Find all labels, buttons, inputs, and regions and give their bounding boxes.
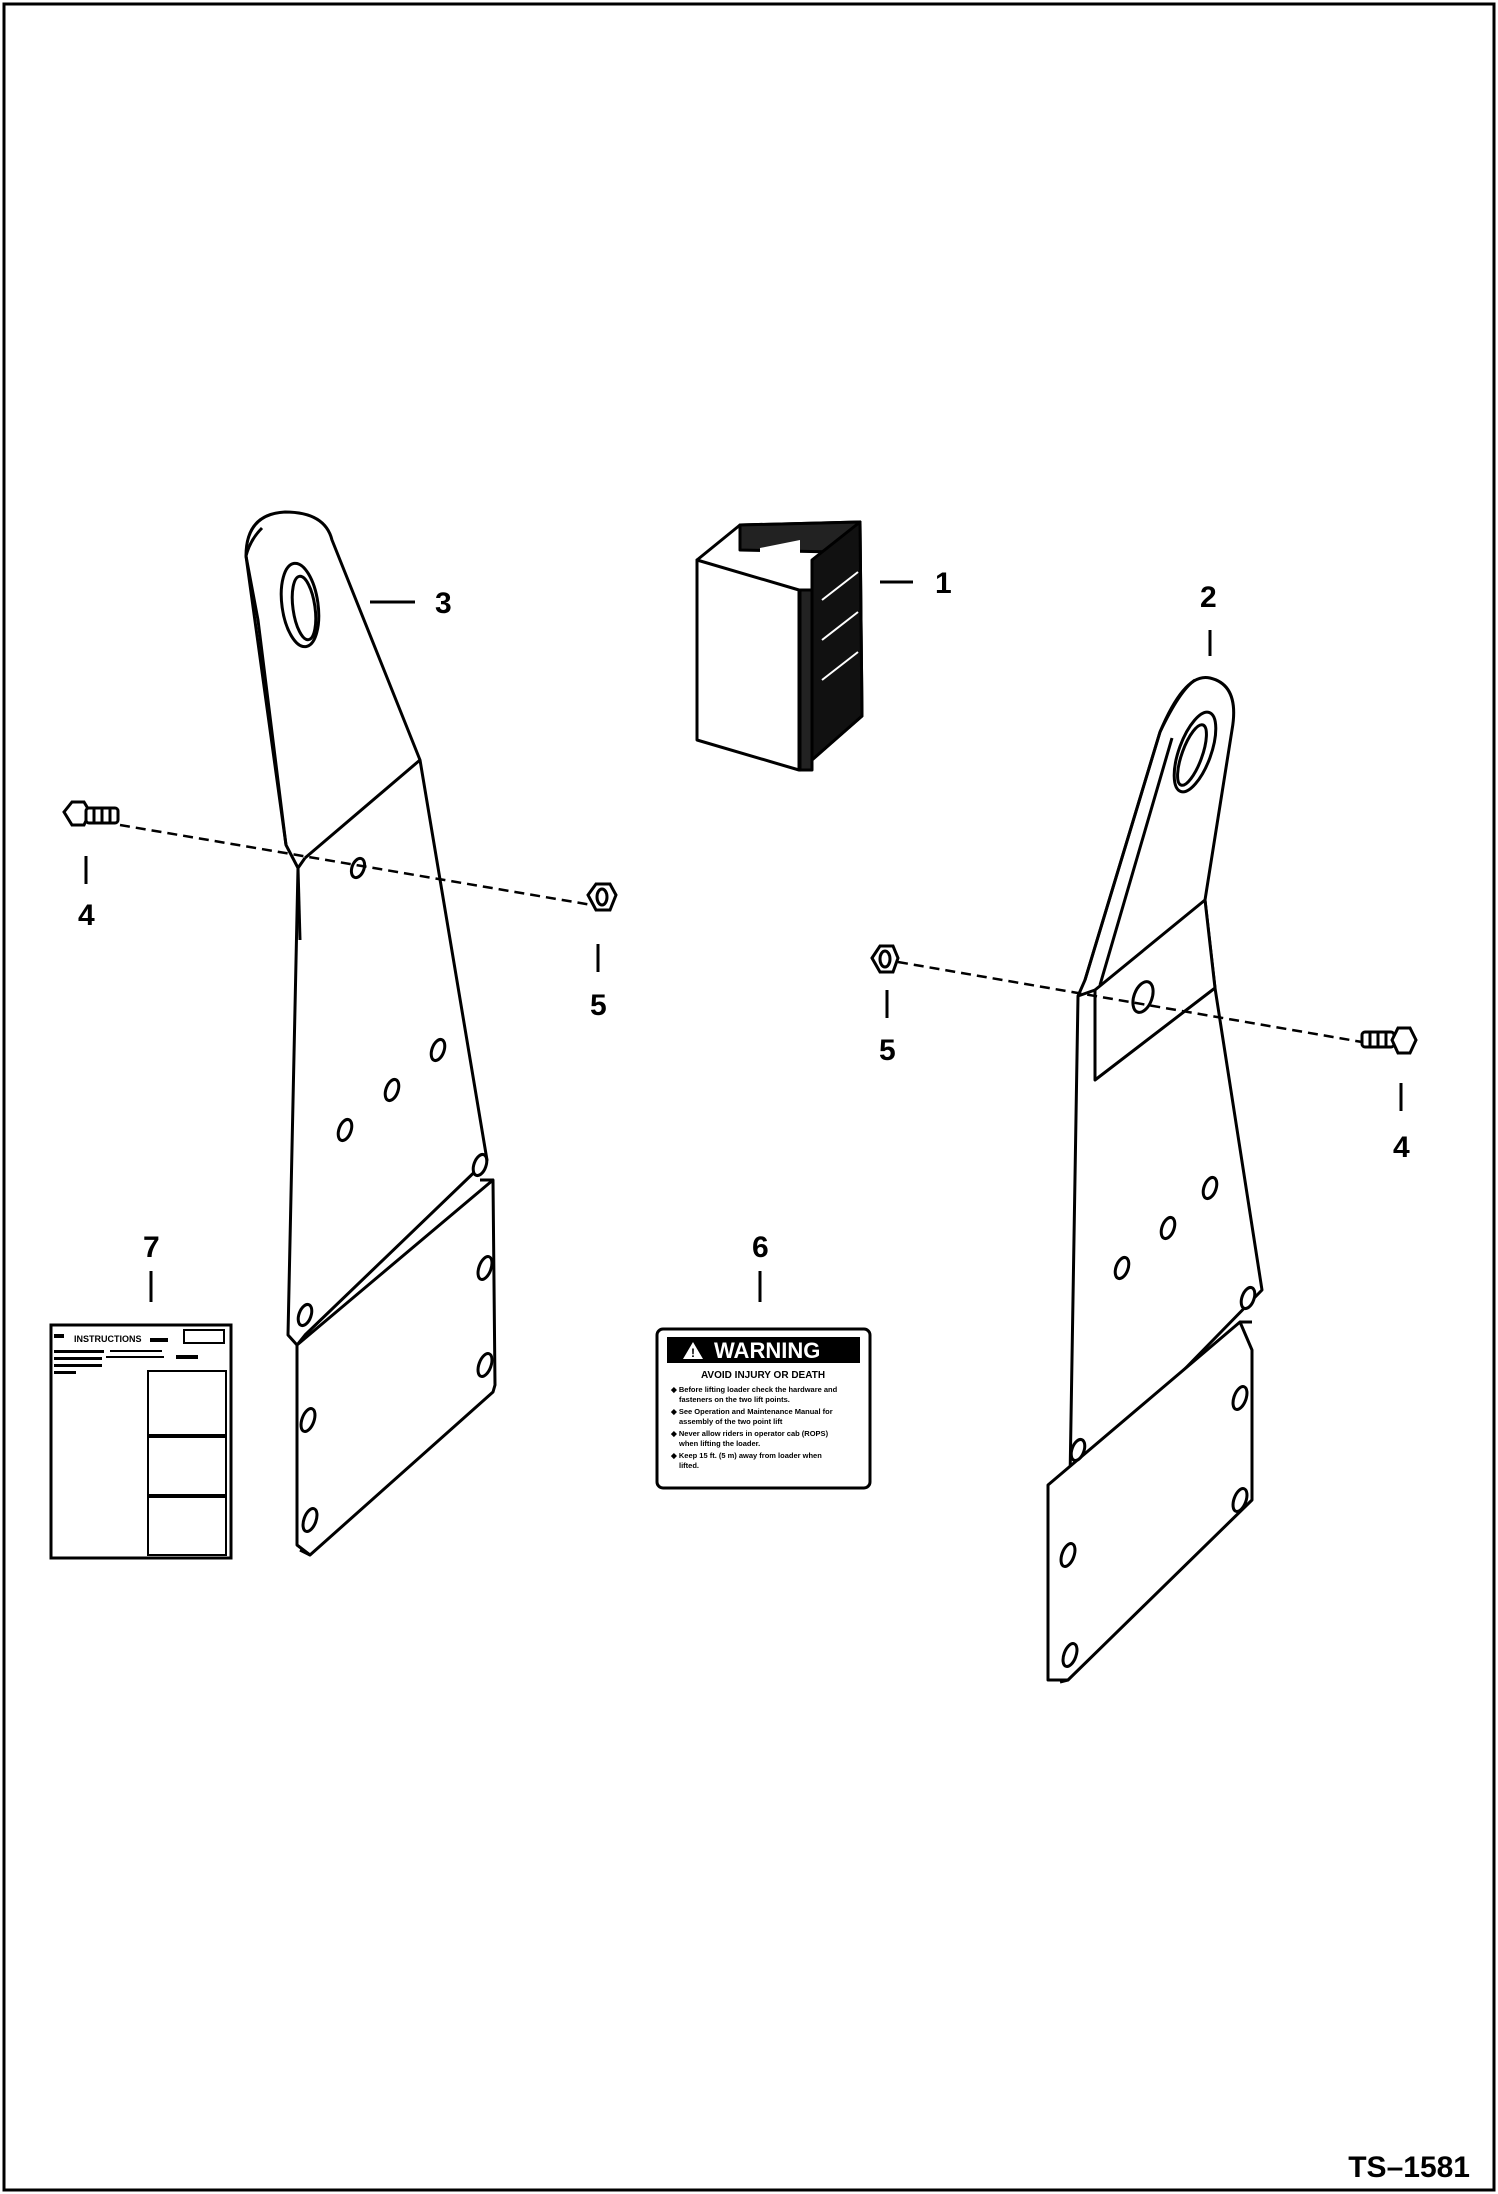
part-7-instruction-sheet: INSTRUCTIONS: [49, 1323, 233, 1560]
warning-line: when lifting the loader.: [678, 1439, 760, 1448]
figure-id: TS–1581: [1348, 2151, 1470, 2184]
bolt-4-left: [62, 800, 120, 827]
part-6-warning-decal: ! WARNING AVOID INJURY OR DEATH ◆ Before…: [655, 1327, 872, 1490]
bolt-4-right: [1360, 1026, 1418, 1055]
warning-line: ◆ See Operation and Maintenance Manual f…: [670, 1407, 833, 1416]
callout-6: 6: [752, 1231, 769, 1264]
warning-line: ◆ Keep 15 ft. (5 m) away from loader whe…: [670, 1451, 822, 1460]
axis-right: [897, 960, 1363, 1044]
part-1-block: [695, 520, 864, 772]
warning-line: ◆ Never allow riders in operator cab (RO…: [670, 1429, 829, 1438]
part-2-right-bracket: [1046, 675, 1264, 1684]
callout-4-right: 4: [1393, 1131, 1410, 1164]
callout-2: 2: [1200, 581, 1217, 614]
svg-text:!: !: [691, 1346, 695, 1360]
callout-7: 7: [143, 1231, 160, 1264]
callout-5-left: 5: [590, 989, 607, 1022]
warning-line: fasteners on the two lift points.: [679, 1395, 790, 1404]
warning-subtitle: AVOID INJURY OR DEATH: [701, 1370, 825, 1381]
warning-line: ◆ Before lifting loader check the hardwa…: [670, 1385, 838, 1394]
callout-4-left: 4: [78, 899, 95, 932]
nut-5-left: [586, 882, 618, 912]
warning-line: assembly of the two point lift: [679, 1417, 783, 1426]
part-3-left-bracket: [244, 510, 497, 1557]
callout-1: 1: [935, 567, 952, 600]
warning-title: WARNING: [714, 1338, 820, 1363]
callout-5-right: 5: [879, 1034, 896, 1067]
instruction-heading: INSTRUCTIONS: [74, 1334, 142, 1344]
warning-line: lifted.: [679, 1461, 699, 1470]
callout-3: 3: [435, 587, 452, 620]
nut-5-right: [870, 944, 900, 974]
